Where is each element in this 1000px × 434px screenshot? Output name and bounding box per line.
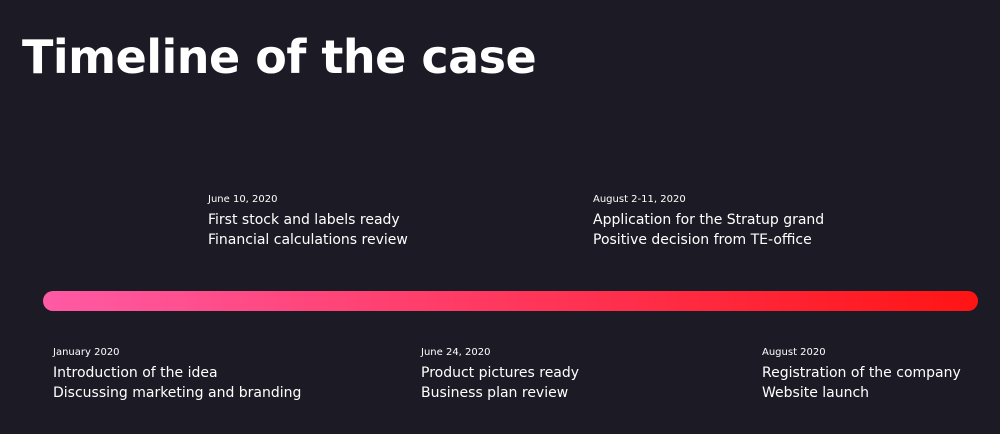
page-title: Timeline of the case (22, 30, 537, 84)
event-line: Product pictures ready (421, 365, 580, 381)
event-date: August 2-11, 2020 (593, 194, 686, 205)
timeline-event-august-2-11: August 2-11, 2020 Application for the St… (593, 194, 824, 250)
timeline-event-august: August 2020 Registration of the company … (762, 347, 961, 403)
event-date: June 10, 2020 (208, 194, 278, 205)
timeline-event-june-10: June 10, 2020 First stock and labels rea… (208, 194, 408, 250)
event-line: First stock and labels ready (208, 212, 400, 228)
event-line: Positive decision from TE-office (593, 232, 812, 248)
event-line: Introduction of the idea (53, 365, 218, 381)
event-line: Financial calculations review (208, 232, 408, 248)
event-line: Website launch (762, 385, 870, 401)
event-date: August 2020 (762, 347, 826, 358)
event-line: Discussing marketing and branding (53, 385, 302, 401)
timeline-event-june-24: June 24, 2020 Product pictures ready Bus… (421, 347, 579, 403)
timeline-bar (43, 291, 978, 311)
event-line: Registration of the company (762, 365, 961, 381)
event-date: June 24, 2020 (421, 347, 491, 358)
event-line: Application for the Stratup grand (593, 212, 825, 228)
event-date: January 2020 (53, 347, 120, 358)
timeline-event-january: January 2020 Introduction of the idea Di… (53, 347, 301, 403)
event-line: Business plan review (421, 385, 569, 401)
